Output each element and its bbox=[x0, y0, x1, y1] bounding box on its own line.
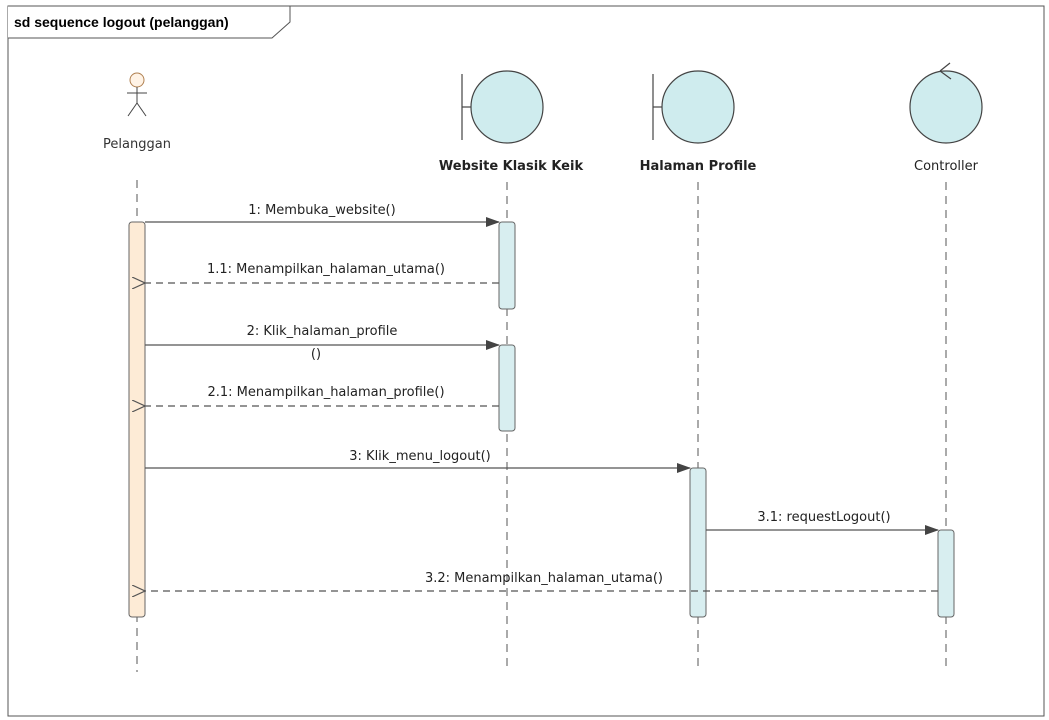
actor-head-icon bbox=[129, 72, 145, 88]
participant-label-controller: Controller bbox=[914, 159, 979, 174]
activation-pelanggan bbox=[128, 221, 146, 618]
message-2-1-label: 2.1: Menampilkan_halaman_profile() bbox=[207, 385, 444, 400]
actor-label: Pelanggan bbox=[103, 137, 171, 152]
message-1-label: 1: Membuka_website() bbox=[248, 203, 395, 218]
activation-controller bbox=[937, 529, 955, 618]
activation-website-2 bbox=[498, 344, 516, 432]
boundary-icon-website bbox=[461, 70, 544, 144]
actor-pelanggan bbox=[127, 72, 147, 117]
control-icon-controller bbox=[909, 62, 983, 144]
activation-profile bbox=[689, 467, 707, 618]
message-3-1-label: 3.1: requestLogout() bbox=[757, 510, 890, 525]
activation-website-1 bbox=[498, 221, 516, 310]
message-2-label-line2: () bbox=[311, 347, 321, 362]
frame-title: sd sequence logout (pelanggan) bbox=[14, 14, 229, 30]
participant-label-profile: Halaman Profile bbox=[640, 159, 757, 174]
boundary-icon-profile bbox=[652, 70, 735, 144]
message-2-label-line1: 2: Klik_halaman_profile bbox=[247, 324, 398, 339]
frame-title-tab bbox=[8, 5, 291, 39]
participant-label-website: Website Klasik Keik bbox=[439, 159, 584, 174]
message-3-2-label: 3.2: Menampilkan_halaman_utama() bbox=[425, 571, 663, 586]
message-3-label: 3: Klik_menu_logout() bbox=[349, 449, 490, 464]
message-1-1-label: 1.1: Menampilkan_halaman_utama() bbox=[207, 262, 445, 277]
